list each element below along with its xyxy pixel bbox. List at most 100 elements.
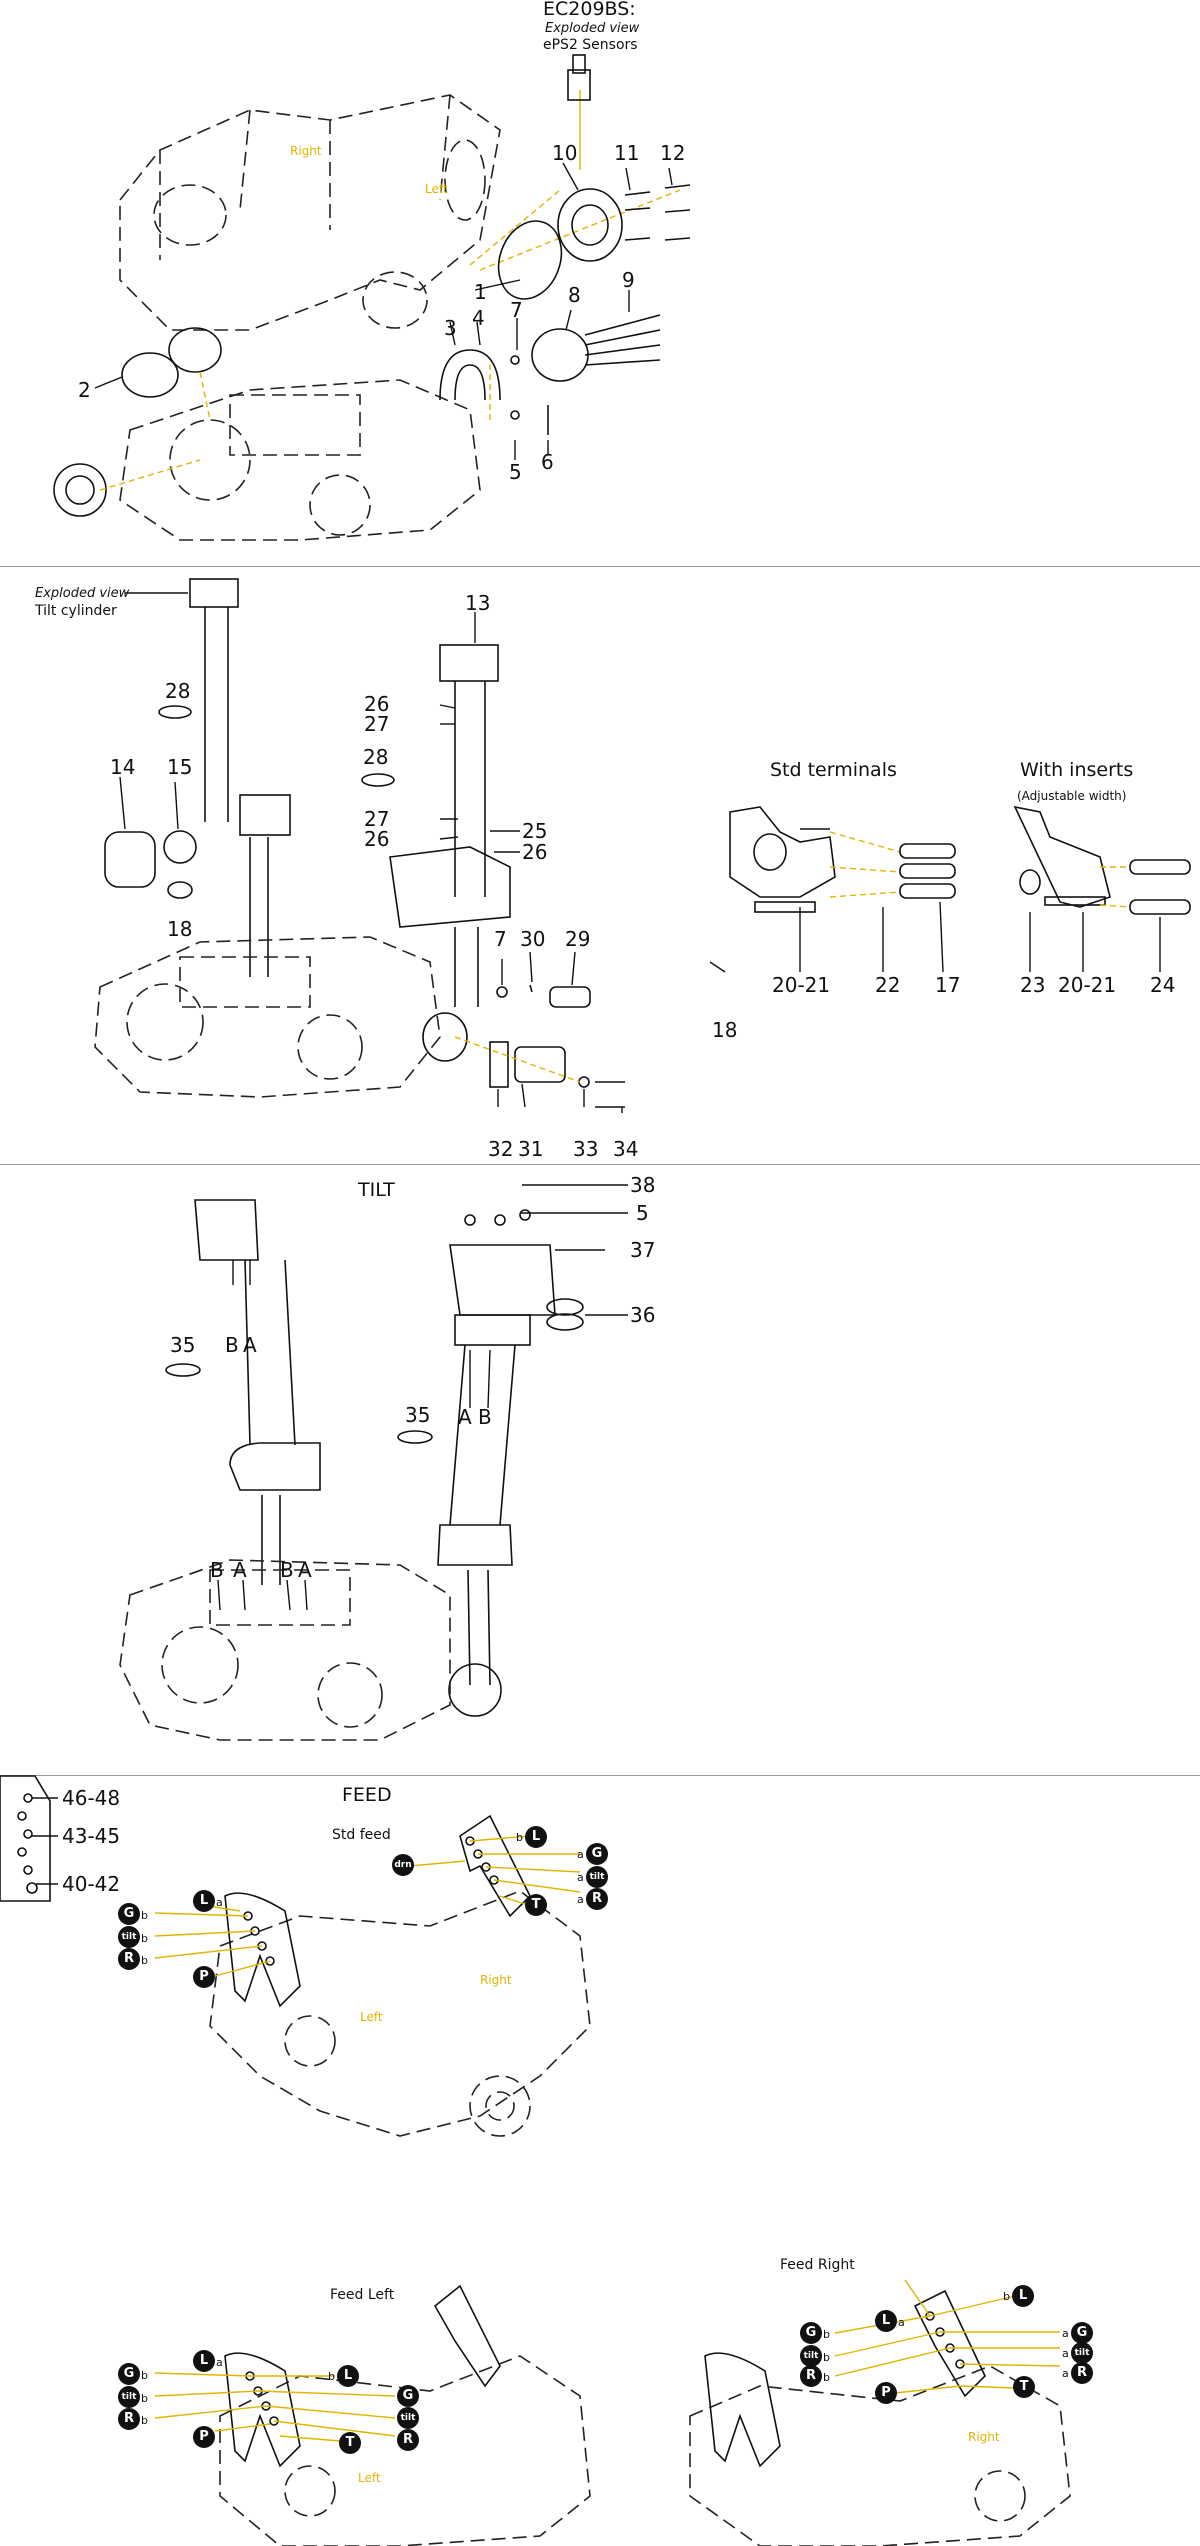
port-b-sub: b	[516, 1831, 523, 1844]
port-label-b-right: B	[478, 1405, 492, 1429]
callout-22: 22	[875, 973, 901, 997]
feed-right-label: Feed Right	[780, 2257, 855, 2273]
callout-9: 9	[622, 268, 635, 292]
callout-15: 15	[167, 755, 193, 779]
port-p-badge: P	[193, 1966, 215, 1988]
port-r-badge: R	[800, 2365, 822, 2387]
port-tilt-badge: tilt	[397, 2407, 419, 2429]
section-eps2-sensors: EC209BS: Exploded view ePS2 Sensors Righ…	[0, 0, 1200, 566]
callout-33: 33	[573, 1137, 599, 1161]
port-b-sub: b	[141, 1954, 148, 1967]
port-g-badge: G	[118, 1903, 140, 1925]
callout-13: 13	[465, 591, 491, 615]
port-b-sub: b	[141, 1932, 148, 1945]
diagram-title: EC209BS:	[543, 0, 636, 20]
port-l-badge: L	[875, 2310, 897, 2332]
callout-3: 3	[444, 316, 457, 340]
side-label-40-42: 40-42	[62, 1872, 121, 1896]
callout-29: 29	[565, 927, 591, 951]
tilt-heading: TILT	[358, 1179, 395, 1201]
callout-38: 38	[630, 1173, 656, 1197]
port-b-sub: b	[141, 1909, 148, 1922]
port-g-badge: G	[1071, 2322, 1093, 2344]
port-label-b-valve1: B	[210, 1558, 224, 1582]
with-inserts-heading: With inserts	[1020, 759, 1134, 781]
port-g-badge: G	[397, 2385, 419, 2407]
callout-27b: 27	[364, 807, 390, 831]
callout-8: 8	[568, 283, 581, 307]
port-p-badge: P	[875, 2382, 897, 2404]
frame-right-label: Right	[290, 144, 322, 158]
adjustable-width-label: (Adjustable width)	[1017, 789, 1127, 803]
port-label-a-right: A	[458, 1405, 472, 1429]
callout-26a: 26	[364, 692, 390, 716]
callout-18-draw: 18	[712, 1018, 738, 1042]
port-label-a-left: A	[243, 1333, 257, 1357]
callout-25: 25	[522, 819, 548, 843]
port-g-badge: G	[800, 2322, 822, 2344]
callout-35b: 35	[405, 1403, 431, 1427]
port-l-badge: L	[337, 2365, 359, 2387]
port-label-b-valve2: B	[280, 1558, 294, 1582]
port-tilt-badge: tilt	[586, 1866, 608, 1888]
callout-20-21b: 20-21	[1058, 973, 1117, 997]
port-l-badge: L	[525, 1826, 547, 1848]
tilt-cylinder-drawing	[94, 578, 1191, 1113]
callout-5b: 5	[636, 1201, 649, 1225]
port-r-badge: R	[1071, 2362, 1093, 2384]
section-divider	[0, 1775, 1200, 1776]
port-l-badge: L	[193, 2350, 215, 2372]
callout-6: 6	[541, 450, 554, 474]
callout-17: 17	[935, 973, 961, 997]
callout-1: 1	[474, 280, 487, 304]
port-g-badge: G	[118, 2363, 140, 2385]
eps2-exploded-drawing	[53, 54, 691, 541]
exploded-view-label-2: Exploded view	[35, 586, 130, 601]
port-b-sub: b	[141, 2392, 148, 2405]
callout-32: 32	[488, 1137, 514, 1161]
callout-20-21a: 20-21	[772, 973, 831, 997]
callout-23: 23	[1020, 973, 1046, 997]
port-l-badge: L	[193, 1890, 215, 1912]
callout-30: 30	[520, 927, 546, 951]
port-a-sub: a	[216, 2356, 223, 2369]
callout-26c: 26	[522, 840, 548, 864]
port-t-badge: T	[525, 1894, 547, 1916]
frame-right-label-3: Right	[968, 2430, 1000, 2444]
callout-11: 11	[614, 141, 640, 165]
port-a-sub: a	[577, 1848, 584, 1861]
port-a-sub: a	[1062, 2367, 1069, 2380]
feed-drawing	[0, 1775, 1071, 2546]
section-divider	[0, 1164, 1200, 1165]
callout-35a: 35	[170, 1333, 196, 1357]
port-t-badge: T	[339, 2432, 361, 2454]
callout-37: 37	[630, 1238, 656, 1262]
port-t-badge: T	[1013, 2376, 1035, 2398]
callout-31: 31	[518, 1137, 544, 1161]
port-b-sub: b	[823, 2351, 830, 2364]
callout-36: 36	[630, 1303, 656, 1327]
port-a-sub: a	[216, 1896, 223, 1909]
exploded-view-label: Exploded view	[545, 21, 640, 36]
port-tilt-badge: tilt	[800, 2345, 822, 2367]
callout-10: 10	[552, 141, 578, 165]
port-a-sub: a	[1062, 2327, 1069, 2340]
section-feed: FEED Std feed Feed Left Feed Right 46-48…	[0, 1775, 1200, 2546]
callout-2: 2	[78, 378, 91, 402]
port-b-sub: b	[141, 2369, 148, 2382]
port-a-sub: a	[1062, 2347, 1069, 2360]
callout-27a: 27	[364, 712, 390, 736]
port-label-a-valve1: A	[233, 1558, 247, 1582]
port-b-sub: b	[1003, 2290, 1010, 2303]
tilt-drawing	[119, 1184, 628, 1741]
port-r-badge: R	[118, 2408, 140, 2430]
callout-7b: 7	[494, 927, 507, 951]
callout-16: 18	[167, 917, 193, 941]
port-a-sub: a	[898, 2316, 905, 2329]
callout-7: 7	[510, 298, 523, 322]
frame-right-label-2: Right	[480, 1973, 512, 1987]
port-a-sub: a	[577, 1871, 584, 1884]
port-label-a-valve2: A	[298, 1558, 312, 1582]
port-r-badge: R	[397, 2429, 419, 2451]
callout-12: 12	[660, 141, 686, 165]
